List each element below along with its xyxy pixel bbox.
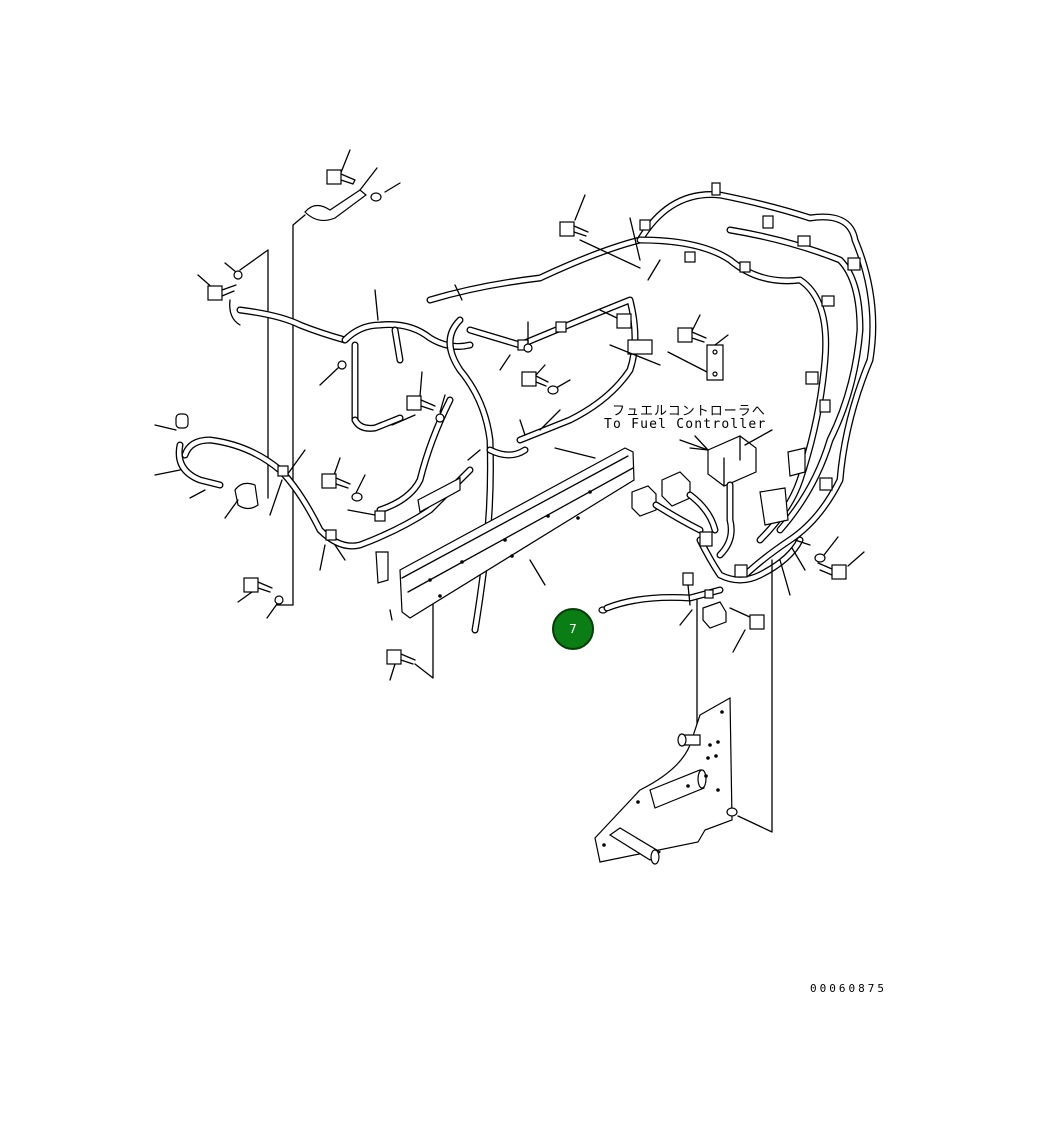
fuel-controller-jp-label: フュエルコントローラへ bbox=[612, 404, 766, 419]
mounting-plate bbox=[594, 559, 773, 865]
grommet bbox=[234, 482, 259, 510]
left-bolt-group bbox=[197, 262, 243, 326]
left-lower-harness bbox=[154, 413, 474, 584]
washer bbox=[370, 192, 382, 202]
left-wire-branch bbox=[236, 289, 474, 432]
middle-bolts bbox=[321, 364, 596, 502]
upper-middle-bolts bbox=[523, 194, 729, 381]
callout-number: 7 bbox=[569, 622, 577, 636]
top-left-bracket-group bbox=[239, 149, 401, 606]
support-rail bbox=[389, 447, 635, 621]
bolt-top bbox=[326, 169, 356, 185]
plate-bolt bbox=[729, 607, 765, 653]
drawing-number: 00060875 bbox=[810, 982, 887, 995]
right-bolts bbox=[794, 536, 865, 580]
fuel-controller-en-label: To Fuel Controller bbox=[604, 417, 767, 432]
lower-left-bolts bbox=[237, 577, 434, 681]
part-callout-7[interactable]: 7 bbox=[552, 608, 594, 650]
bracket-clip bbox=[304, 189, 367, 222]
fuel-controller-connectors bbox=[631, 429, 833, 596]
leader-lines bbox=[454, 284, 511, 461]
ground-wire bbox=[598, 572, 727, 629]
